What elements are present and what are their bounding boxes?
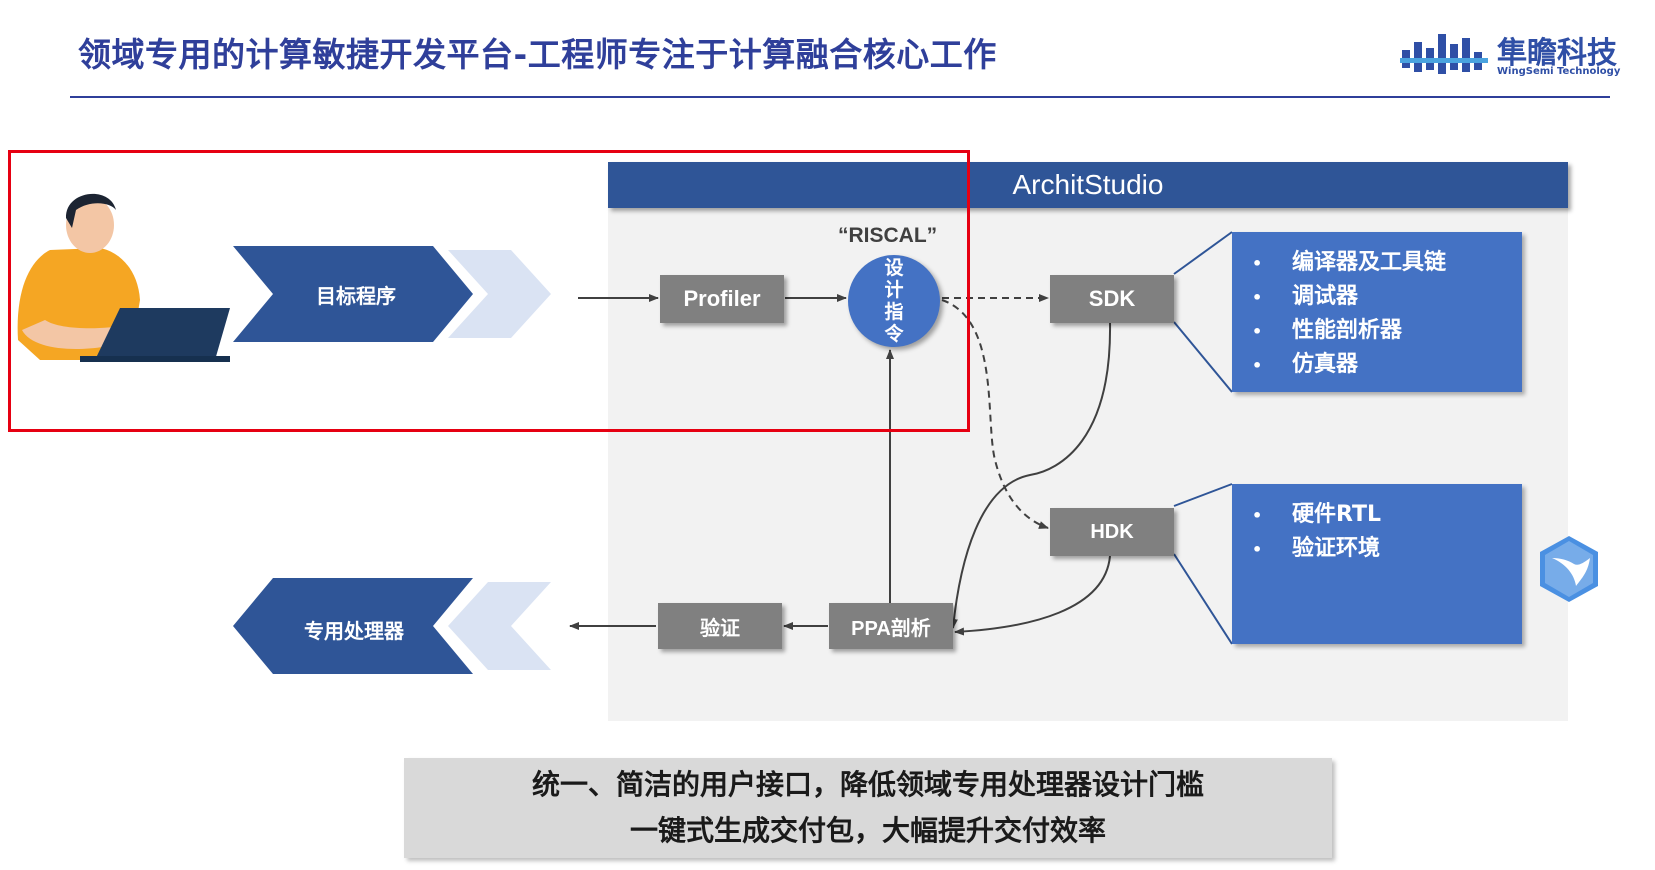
ppa-label: PPA剖析 — [851, 617, 931, 640]
sdk-callout-line-bottom — [1173, 321, 1233, 393]
sdk-feature-item: • 仿真器 — [1252, 348, 1522, 382]
title-divider — [70, 96, 1610, 98]
sdk-feature-item: • 调试器 — [1252, 280, 1522, 314]
design-instruction-circle: 设计指令 — [848, 255, 940, 347]
sdk-feature-text: 仿真器 — [1292, 352, 1359, 377]
bullet: • — [1252, 322, 1263, 341]
hdk-feature-item: • 验证环境 — [1252, 532, 1522, 566]
design-instruction-label: 设计指令 — [884, 257, 904, 345]
company-name-en: WingSemi Technology — [1497, 66, 1621, 77]
input-chevron-group — [233, 246, 551, 342]
bullet: • — [1252, 356, 1263, 375]
bullet: • — [1252, 254, 1263, 273]
ppa-box: PPA剖析 — [829, 603, 953, 649]
sdk-feature-item: • 编译器及工具链 — [1252, 246, 1522, 280]
sdk-feature-text: 调试器 — [1292, 284, 1359, 309]
bird-app-icon[interactable] — [1536, 534, 1602, 604]
profiler-box: Profiler — [660, 275, 784, 323]
input-chevron-dark — [233, 246, 473, 342]
sdk-label: SDK — [1088, 286, 1136, 311]
bullet: • — [1252, 540, 1263, 559]
sdk-feature-text: 编译器及工具链 — [1292, 250, 1447, 275]
studio-header-part2: Studio — [1084, 169, 1164, 200]
page-title: 领域专用的计算敏捷开发平台-工程师专注于计算融合核心工作 — [78, 35, 997, 74]
summary-banner: 统一、简洁的用户接口，降低领域专用处理器设计门槛 一键式生成交付包，大幅提升交付… — [404, 758, 1332, 858]
hdk-feature-text: 硬件RTL — [1292, 502, 1381, 527]
input-label: 目标程序 — [316, 284, 396, 308]
hdk-feature-text: 验证环境 — [1292, 536, 1381, 561]
sdk-box: SDK — [1050, 275, 1174, 323]
hdk-callout-line-bottom — [1173, 553, 1233, 645]
hdk-box: HDK — [1050, 508, 1174, 556]
sdk-callout-line-top — [1173, 231, 1233, 275]
banner-line-2: 一键式生成交付包，大幅提升交付效率 — [629, 814, 1106, 847]
riscal-label: “RISCAL” — [838, 224, 938, 247]
sdk-feature-text: 性能剖析器 — [1292, 318, 1403, 343]
input-chevron-light — [448, 250, 551, 338]
verify-label: 验证 — [700, 617, 740, 640]
arrow-sdk-to-ppa — [949, 321, 1112, 629]
bullet: • — [1252, 506, 1263, 525]
highlight-frame — [8, 150, 970, 432]
company-name-cn: 隼瞻科技 — [1497, 36, 1617, 71]
output-chevron-dark — [233, 578, 473, 674]
output-label: 专用处理器 — [304, 619, 404, 643]
sdk-feature-item: • 性能剖析器 — [1252, 314, 1522, 348]
output-chevron-light — [448, 582, 551, 670]
arrow-hdk-to-ppa — [954, 555, 1111, 636]
sdk-feature-panel: • 编译器及工具链 • 调试器 • 性能剖析器 • 仿真器 — [1232, 232, 1522, 392]
verify-box: 验证 — [658, 603, 782, 649]
wingsemi-logo-icon — [1400, 34, 1488, 74]
engineer-with-laptop-illustration — [17, 193, 230, 362]
bullet: • — [1252, 288, 1263, 307]
banner-line-1: 统一、简洁的用户接口，降低领域专用处理器设计门槛 — [531, 768, 1204, 801]
hdk-callout-line-top — [1173, 483, 1233, 507]
hdk-feature-panel: • 硬件RTL • 验证环境 — [1232, 484, 1522, 644]
hdk-label: HDK — [1090, 520, 1134, 543]
profiler-label: Profiler — [683, 286, 761, 311]
studio-header-part1: Archit — [1012, 169, 1085, 200]
output-chevron-group — [233, 578, 551, 674]
hdk-feature-item: • 硬件RTL — [1252, 498, 1522, 532]
